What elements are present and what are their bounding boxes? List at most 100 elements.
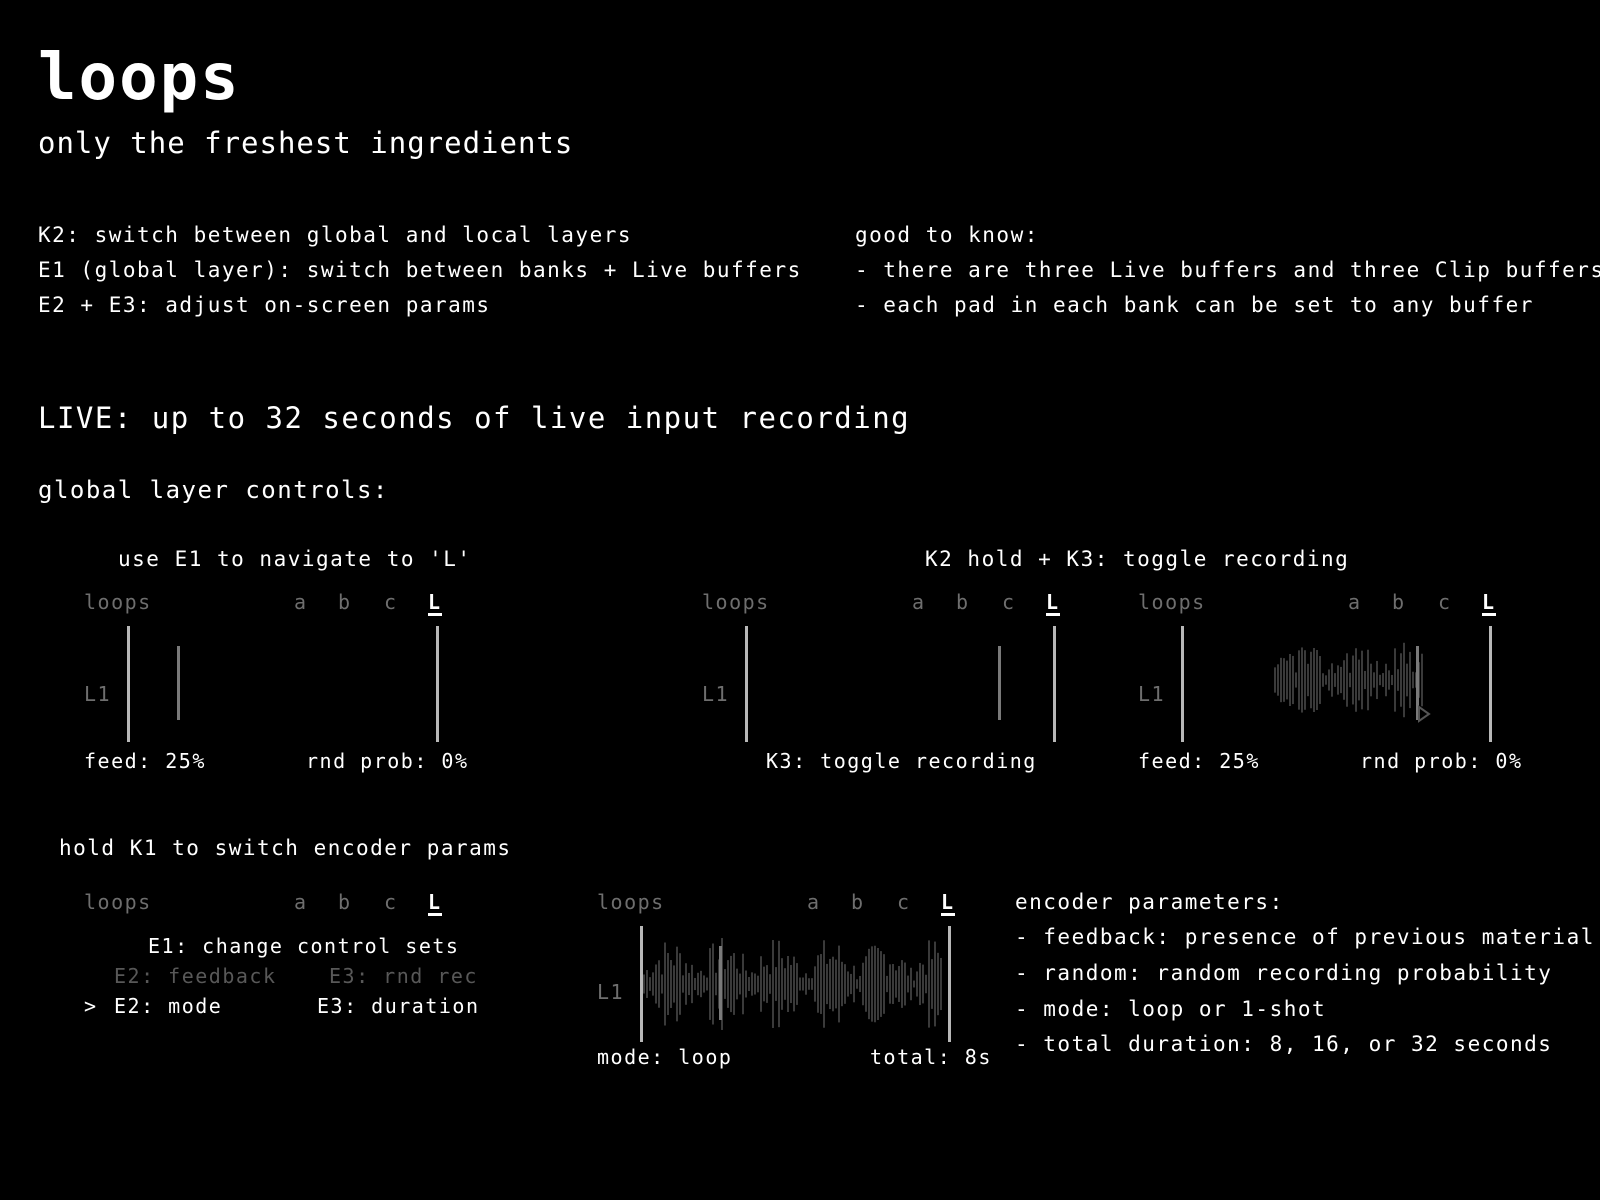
waveform-sample [652,972,654,996]
waveform-sample [700,970,702,998]
waveform-sample [865,956,867,1012]
row-label: L1 [84,682,112,706]
bank-c: c [1438,590,1452,614]
waveform-sample [1322,673,1324,687]
waveform-sample [1403,642,1405,718]
menu-cursor: > [84,994,98,1018]
waveform-sample [1421,653,1423,707]
bank-live-selected: L [428,890,442,916]
waveform-sample [1367,649,1369,711]
loop-start-marker [127,626,130,742]
waveform-sample [1358,659,1360,701]
device-screen-3: loops a b c L L1 feed: 25% rnd prob: 0% [1138,590,1538,775]
waveform-sample [898,966,900,1002]
loop-end-marker [1053,626,1056,742]
bank-live-selected: L [1046,590,1060,616]
waveform-sample [1295,672,1297,688]
loop-start-marker [745,626,748,742]
waveform-sample [646,970,648,998]
waveform-sample [787,956,789,1012]
bank-a: a [912,590,926,614]
row-label: L1 [1138,682,1166,706]
waveform-sample [1316,650,1318,710]
encoder-param-item: - random: random recording probability [1015,961,1553,985]
waveform-sample [655,964,657,1004]
waveform-sample [1376,660,1378,700]
waveform-sample [880,951,882,1017]
waveform-sample [1292,655,1294,705]
waveform-sample [1385,663,1387,697]
waveform-sample [925,974,927,994]
waveform-sample [670,960,672,1008]
waveform-sample [676,946,678,1022]
bank-live-selected: L [1482,590,1496,616]
bank-b: b [338,590,352,614]
waveform-sample [1343,660,1345,700]
bank-live-selected: L [428,590,442,616]
waveform-sample [769,974,771,994]
waveform-sample [730,955,732,1013]
waveform-sample [748,977,750,991]
waveform-sample [679,953,681,1015]
waveform-sample [901,960,903,1008]
waveform-sample [1331,663,1333,697]
loop-end-marker [1489,626,1492,742]
waveform-sample [1334,673,1336,687]
waveform-sample [688,972,690,996]
waveform-sample [742,953,744,1015]
waveform-sample [940,957,942,1011]
waveform-sample [727,960,729,1008]
waveform-sample [1325,675,1327,685]
rnd-prob-readout: rnd prob: 0% [1360,749,1523,773]
waveform-sample [1328,669,1330,691]
control-e1: E1 (global layer): switch between banks … [38,258,802,282]
waveform-sample [1277,664,1279,696]
bank-b: b [338,890,352,914]
bank-c: c [897,890,911,914]
encoder-params-heading: encoder parameters: [1015,890,1284,914]
screen-app-label: loops [702,590,770,614]
waveform-sample [817,955,819,1013]
waveform-sample [919,962,921,1006]
waveform-sample [1286,660,1288,700]
waveform-sample [1355,648,1357,712]
waveform-sample [889,964,891,1004]
waveform-sample [832,956,834,1012]
waveform-sample [733,953,735,1015]
waveform-sample [1394,648,1396,712]
feedback-readout: feed: 25% [1138,749,1260,773]
page-subtitle: only the freshest ingredients [38,126,574,160]
bank-c: c [1002,590,1016,614]
waveform-sample [736,968,738,1000]
bank-a: a [807,890,821,914]
waveform-sample [1406,663,1408,697]
waveform-sample [673,965,675,1003]
bank-a: a [1348,590,1362,614]
waveform-sample [703,975,705,993]
waveform-sample [811,978,813,990]
control-sets-hint: E1: change control sets [148,934,460,958]
device-screen-1: loops a b c L L1 feed: 25% rnd prob: 0% [84,590,484,775]
screen-app-label: loops [84,890,152,914]
waveform-sample [667,953,669,1015]
waveform-sample [1397,669,1399,691]
waveform-sample [856,979,858,989]
device-screen-4: loops a b c L E1: change control sets E2… [84,890,484,1030]
waveform-sample [664,942,666,1026]
waveform-sample [763,966,765,1002]
waveform-sample [1307,663,1309,697]
waveform-sample [793,956,795,1012]
recorded-waveform [1274,642,1423,718]
waveform-sample [1310,651,1312,709]
option-mode-selected: E2: mode [114,994,223,1018]
waveform-sample [1364,670,1366,690]
record-head-icon [1418,705,1431,723]
waveform-sample [781,958,783,1010]
waveform-sample [922,964,924,1004]
toggle-recording-hint: K3: toggle recording [766,749,1037,773]
waveform-sample [847,971,849,997]
waveform-sample [1391,674,1393,686]
waveform-sample [802,977,804,991]
waveform-sample [661,974,663,994]
waveform-sample [760,956,762,1012]
